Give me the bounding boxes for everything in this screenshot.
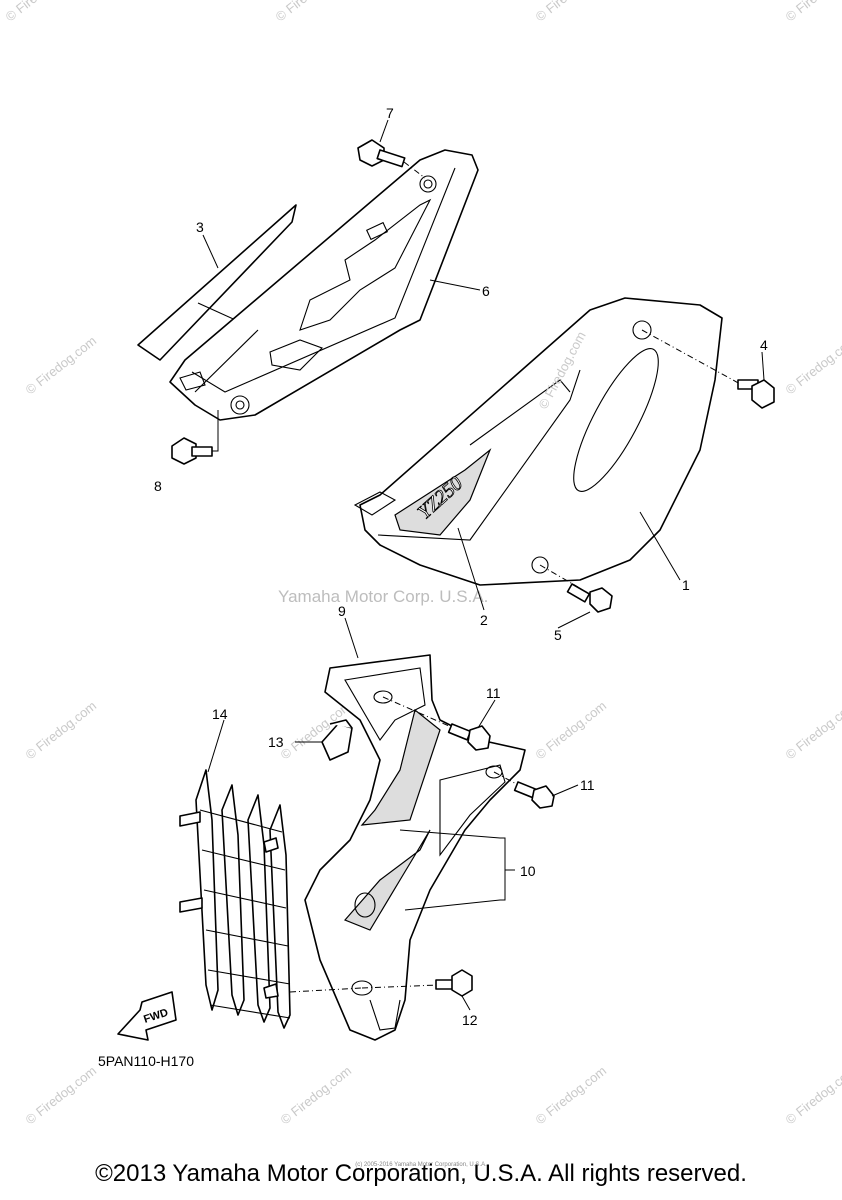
part-11-bolt-lower bbox=[493, 771, 555, 809]
part-11-bolt-upper bbox=[382, 696, 491, 751]
corp-watermark: Yamaha Motor Corp. U.S.A. bbox=[278, 587, 488, 606]
callout-2: 2 bbox=[480, 612, 488, 628]
callout-13: 13 bbox=[268, 734, 284, 750]
watermark: © Firedog.com bbox=[23, 333, 100, 397]
callout-12: 12 bbox=[462, 1012, 478, 1028]
fwd-arrow: FWD bbox=[117, 991, 177, 1041]
callout-8: 8 bbox=[154, 478, 162, 494]
callout-9: 9 bbox=[338, 603, 346, 619]
callout-6: 6 bbox=[482, 283, 490, 299]
part-1-number-plate: YZ250 © Firedog.com bbox=[353, 297, 723, 586]
callout-11-lower: 11 bbox=[580, 777, 595, 793]
callout-labels: 1 2 3 4 5 6 7 8 9 10 11 11 12 13 14 bbox=[154, 105, 768, 1028]
watermark: © Firedog.com bbox=[783, 0, 842, 24]
leader-lines bbox=[202, 119, 765, 1011]
part-9-radiator-cover bbox=[304, 654, 526, 1041]
part-5-bolt bbox=[539, 564, 613, 613]
watermark: © Firedog.com bbox=[783, 333, 842, 397]
copyright-notice: ©2013 Yamaha Motor Corporation, U.S.A. A… bbox=[95, 1160, 747, 1187]
callout-11-upper: 11 bbox=[486, 685, 501, 701]
watermark: © Firedog.com bbox=[3, 0, 80, 24]
callout-14: 14 bbox=[212, 706, 228, 722]
watermark: © Firedog.com bbox=[533, 698, 610, 762]
watermark: © Firedog.com bbox=[533, 1063, 610, 1127]
watermark: © Firedog.com bbox=[783, 1063, 842, 1127]
part-14-radiator-grille bbox=[179, 769, 363, 1029]
watermark: © Firedog.com bbox=[273, 0, 350, 24]
copyright-small: (c) 2005-2016 Yamaha Motor Corporation, … bbox=[355, 1162, 487, 1168]
part-7-bolt bbox=[357, 139, 426, 179]
callout-3: 3 bbox=[196, 219, 204, 235]
part-code: 5PAN110-H170 bbox=[98, 1053, 194, 1069]
callout-4: 4 bbox=[760, 337, 768, 353]
watermark: © Firedog.com bbox=[533, 0, 610, 24]
watermark: © Firedog.com bbox=[23, 698, 100, 762]
part-6-side-cover bbox=[169, 149, 479, 421]
watermark: © Firedog.com bbox=[23, 1063, 100, 1127]
callout-7: 7 bbox=[386, 105, 394, 121]
watermark: © Firedog.com bbox=[783, 698, 842, 762]
part-4-bolt bbox=[641, 329, 775, 409]
watermark: © Firedog.com bbox=[278, 1063, 355, 1127]
part-8-bolt bbox=[171, 410, 219, 465]
part-13-sponge bbox=[321, 719, 353, 761]
callout-10: 10 bbox=[520, 863, 536, 879]
part-12-bolt bbox=[361, 969, 473, 997]
callout-1: 1 bbox=[682, 577, 690, 593]
callout-5: 5 bbox=[554, 627, 562, 643]
